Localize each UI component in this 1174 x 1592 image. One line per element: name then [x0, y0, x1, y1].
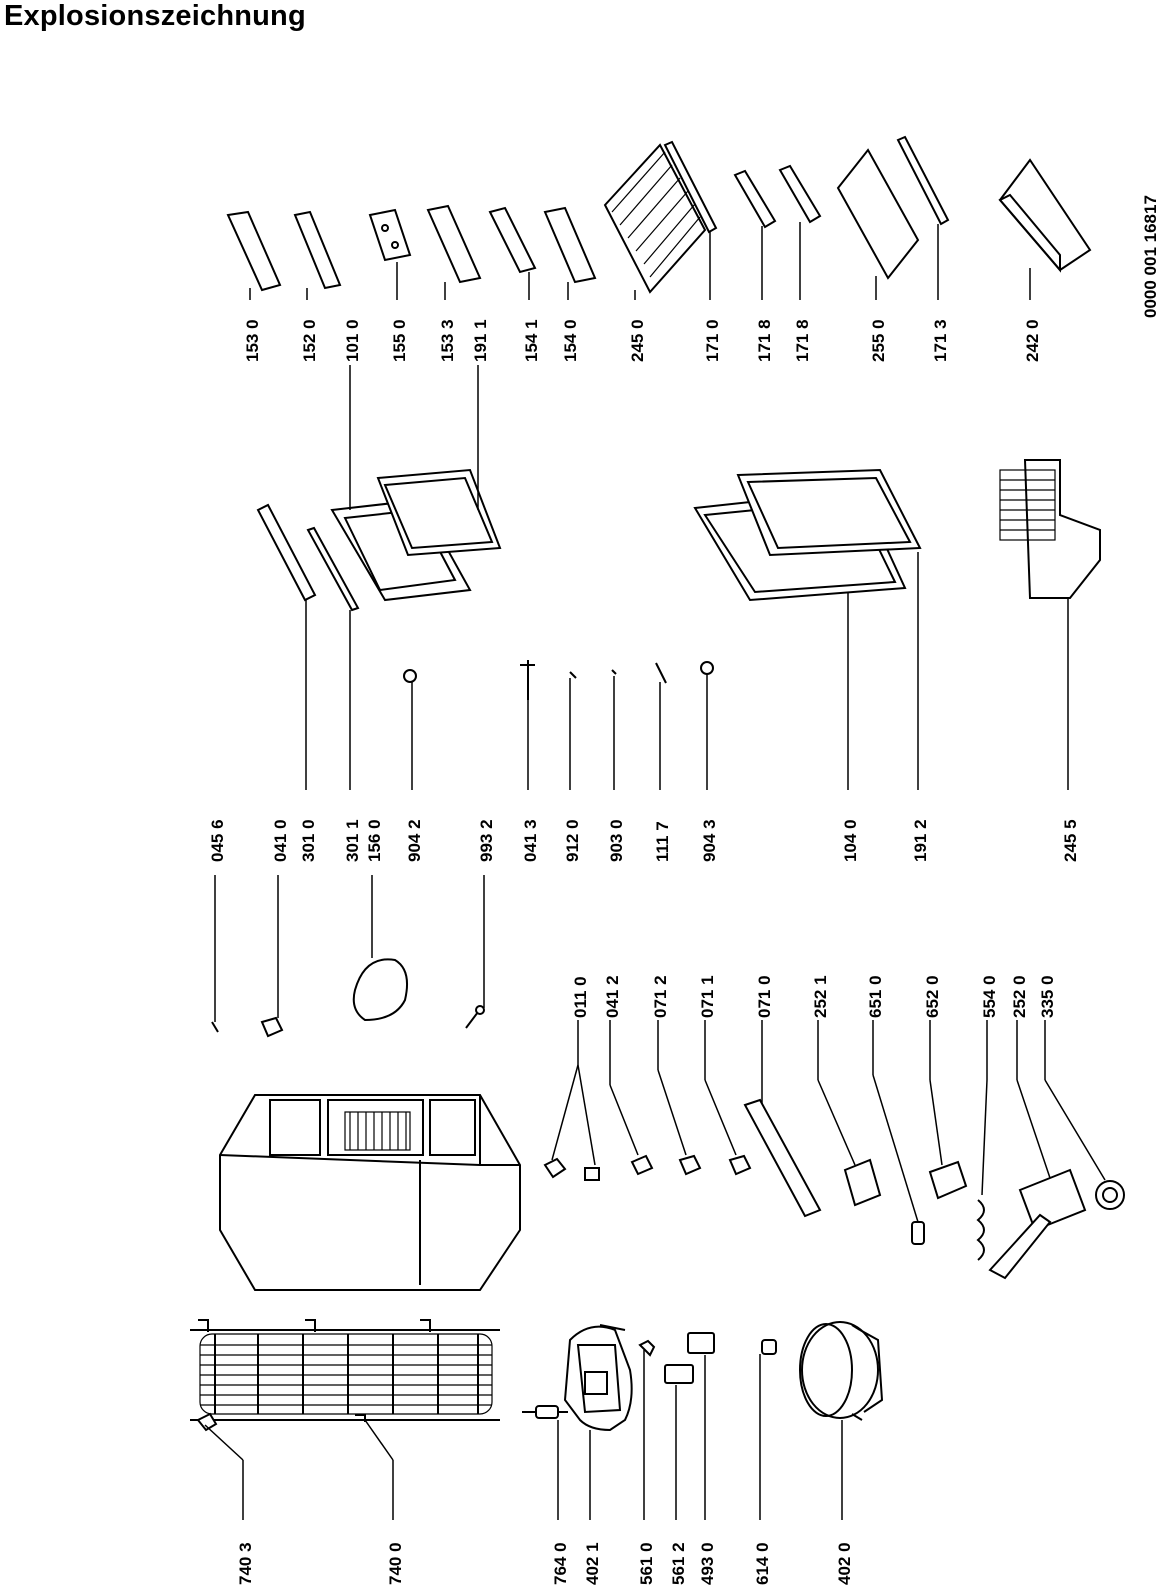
part-label-904-3: 904 3 [700, 819, 719, 862]
hinge-parts-drawing [211, 958, 485, 1038]
condenser-drawing [190, 1319, 500, 1422]
part-label-493-0: 493 0 [698, 1542, 717, 1585]
part-label-740-0: 740 0 [386, 1542, 405, 1585]
leader-lines [204, 222, 1106, 1520]
part-label-191-2: 191 2 [911, 819, 930, 862]
part-label-153-0: 153 0 [243, 319, 262, 362]
part-label-154-1: 154 1 [522, 319, 541, 362]
part-label-335-0: 335 0 [1038, 975, 1057, 1018]
document-number: 0000 001 16817 [1141, 195, 1160, 318]
small-hardware-drawing [403, 660, 714, 700]
part-label-156-0: 156 0 [365, 819, 384, 862]
part-label-252-1: 252 1 [811, 975, 830, 1018]
part-label-041-3: 041 3 [521, 819, 540, 862]
part-label-651-0: 651 0 [866, 975, 885, 1018]
part-label-154-0: 154 0 [561, 319, 580, 362]
part-label-153-3: 153 3 [438, 319, 457, 362]
part-label-614-0: 614 0 [753, 1542, 772, 1585]
part-label-252-0: 252 0 [1010, 975, 1029, 1018]
part-label-171-8b: 171 8 [793, 319, 812, 362]
part-label-101-0: 101 0 [343, 319, 362, 362]
part-label-071-2: 071 2 [651, 975, 670, 1018]
part-label-652-0: 652 0 [923, 975, 942, 1018]
page-title: Explosionszeichnung [4, 0, 306, 32]
control-parts-drawing [543, 1098, 1125, 1280]
part-label-171-0: 171 0 [703, 319, 722, 362]
condenser-clip-drawing [196, 1412, 218, 1432]
grommet-drawing [761, 1339, 777, 1355]
part-label-155-0: 155 0 [390, 319, 409, 362]
part-label-152-0: 152 0 [300, 319, 319, 362]
part-label-255-0: 255 0 [869, 319, 888, 362]
part-label-301-0: 301 0 [299, 819, 318, 862]
freezer-door-drawing [256, 468, 502, 612]
drier-drawing [522, 1405, 568, 1419]
relay-parts-drawing [638, 1332, 715, 1384]
part-label-111-7: 111 7 [653, 821, 672, 862]
part-label-171-3: 171 3 [931, 319, 950, 362]
part-label-561-0: 561 0 [637, 1542, 656, 1585]
part-label-245-0: 245 0 [628, 319, 647, 362]
part-label-912-0: 912 0 [563, 819, 582, 862]
crisper-drawer-drawing [999, 459, 1101, 599]
part-label-104-0: 104 0 [841, 819, 860, 862]
compressor-drawing [799, 1321, 884, 1421]
door-shelves-drawing [226, 204, 597, 292]
part-label-191-1: 191 1 [471, 319, 490, 362]
part-label-071-0: 071 0 [755, 975, 774, 1018]
part-label-561-2: 561 2 [669, 1542, 688, 1585]
part-label-402-0: 402 0 [835, 1542, 854, 1585]
part-label-740-3: 740 3 [236, 1542, 255, 1585]
part-label-301-1: 301 1 [343, 819, 362, 862]
part-label-554-0: 554 0 [980, 975, 999, 1018]
part-label-402-1: 402 1 [583, 1542, 602, 1585]
part-label-903-0: 903 0 [607, 819, 626, 862]
part-label-011-0: 011 0 [571, 976, 590, 1018]
part-label-993-2: 993 2 [477, 819, 496, 862]
part-label-071-1: 071 1 [698, 975, 717, 1018]
part-label-245-5: 245 5 [1061, 819, 1080, 862]
fridge-door-drawing [693, 468, 922, 602]
glass-shelves-drawing [603, 135, 1092, 294]
part-label-041-2: 041 2 [603, 975, 622, 1018]
part-label-904-2: 904 2 [405, 819, 424, 862]
part-label-045-6: 045 6 [208, 819, 227, 862]
evaporator-drawing [563, 1324, 633, 1432]
part-label-171-8a: 171 8 [755, 319, 774, 362]
cabinet-drawing [219, 1094, 521, 1291]
part-label-242-0: 242 0 [1023, 319, 1042, 362]
part-label-041-0: 041 0 [271, 819, 290, 862]
part-label-764-0: 764 0 [551, 1542, 570, 1585]
